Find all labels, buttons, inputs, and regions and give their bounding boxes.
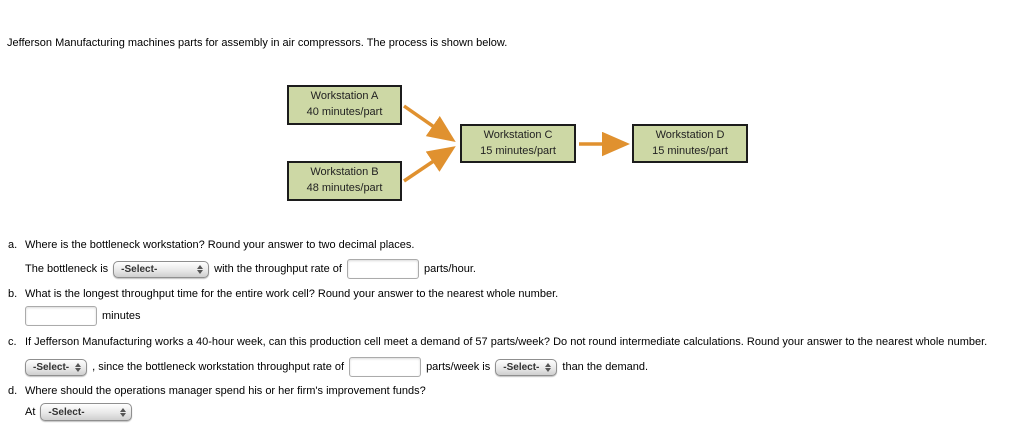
workstation-d-rate: 15 minutes/part bbox=[652, 144, 728, 157]
question-c-middle1-text: , since the bottleneck workstation throu… bbox=[92, 361, 345, 373]
workstation-c-box: Workstation C 15 minutes/part bbox=[460, 124, 576, 163]
question-c-answer-row: -Select- , since the bottleneck workstat… bbox=[25, 357, 648, 377]
workstation-c-name: Workstation C bbox=[483, 128, 553, 141]
workstation-a-box: Workstation A 40 minutes/part bbox=[287, 85, 402, 125]
question-a-middle-text: with the throughput rate of bbox=[214, 263, 342, 275]
workstation-d-name: Workstation D bbox=[655, 128, 725, 141]
select-arrows-icon bbox=[545, 362, 552, 372]
question-a-suffix: parts/hour. bbox=[423, 263, 476, 275]
select-arrows-icon bbox=[197, 264, 204, 274]
workstation-c-rate: 15 minutes/part bbox=[480, 144, 556, 157]
comparison-select[interactable]: -Select- bbox=[495, 358, 558, 376]
question-c-text-row: c. If Jefferson Manufacturing works a 40… bbox=[8, 336, 987, 348]
question-c-text: If Jefferson Manufacturing works a 40-ho… bbox=[25, 336, 988, 348]
throughput-rate-input[interactable] bbox=[346, 259, 419, 279]
select-arrows-icon bbox=[75, 362, 82, 372]
throughput-time-input[interactable] bbox=[25, 306, 97, 326]
workstation-a-name: Workstation A bbox=[310, 90, 379, 103]
flow-arrow-b-to-c bbox=[403, 146, 456, 183]
question-b-text-row: b. What is the longest throughput time f… bbox=[8, 288, 558, 300]
workstation-b-rate: 48 minutes/part bbox=[306, 182, 383, 194]
question-d-text-row: d. Where should the operations manager s… bbox=[8, 385, 426, 397]
workstation-a-rate: 40 minutes/part bbox=[306, 106, 383, 118]
workstation-d-box: Workstation D 15 minutes/part bbox=[632, 124, 748, 163]
question-d-answer-row: At -Select- bbox=[25, 403, 133, 421]
improvement-funds-select[interactable]: -Select- bbox=[40, 403, 133, 421]
question-b-answer-row: minutes bbox=[25, 306, 141, 326]
question-d-answer-prefix: At bbox=[25, 406, 36, 418]
question-a-letter: a. bbox=[8, 239, 18, 251]
question-a-text: Where is the bottleneck workstation? Rou… bbox=[25, 239, 415, 251]
flow-arrows bbox=[403, 104, 630, 183]
comparison-select-value: -Select- bbox=[503, 361, 540, 373]
meet-demand-select-value: -Select- bbox=[33, 361, 70, 373]
bottleneck-select[interactable]: -Select- bbox=[113, 260, 210, 278]
question-b-suffix: minutes bbox=[102, 310, 141, 322]
question-a-answer-row: The bottleneck is -Select- with the thro… bbox=[25, 259, 476, 279]
question-d-letter: d. bbox=[8, 385, 18, 397]
question-c-middle2-text: parts/week is bbox=[426, 361, 491, 373]
bottleneck-select-value: -Select- bbox=[121, 263, 158, 275]
question-c-letter: c. bbox=[8, 336, 17, 348]
improvement-funds-select-value: -Select- bbox=[48, 406, 85, 418]
workstation-b-name: Workstation B bbox=[310, 166, 379, 179]
problem-statement: Jefferson Manufacturing machines parts f… bbox=[7, 37, 508, 49]
process-diagram: Workstation A 40 minutes/part Workstatio… bbox=[287, 85, 748, 201]
flow-arrow-a-to-c bbox=[403, 104, 456, 142]
workstation-b-box: Workstation B 48 minutes/part bbox=[287, 161, 402, 201]
question-b-text: What is the longest throughput time for … bbox=[25, 288, 559, 300]
meet-demand-select[interactable]: -Select- bbox=[25, 358, 88, 376]
question-a-answer-prefix: The bottleneck is bbox=[25, 263, 109, 275]
question-a-text-row: a. Where is the bottleneck workstation? … bbox=[8, 239, 414, 251]
question-c-suffix: than the demand. bbox=[562, 361, 649, 373]
question-d-text: Where should the operations manager spen… bbox=[25, 385, 426, 397]
select-arrows-icon bbox=[120, 407, 127, 417]
question-b-letter: b. bbox=[8, 288, 18, 300]
weekly-throughput-input[interactable] bbox=[349, 357, 422, 377]
